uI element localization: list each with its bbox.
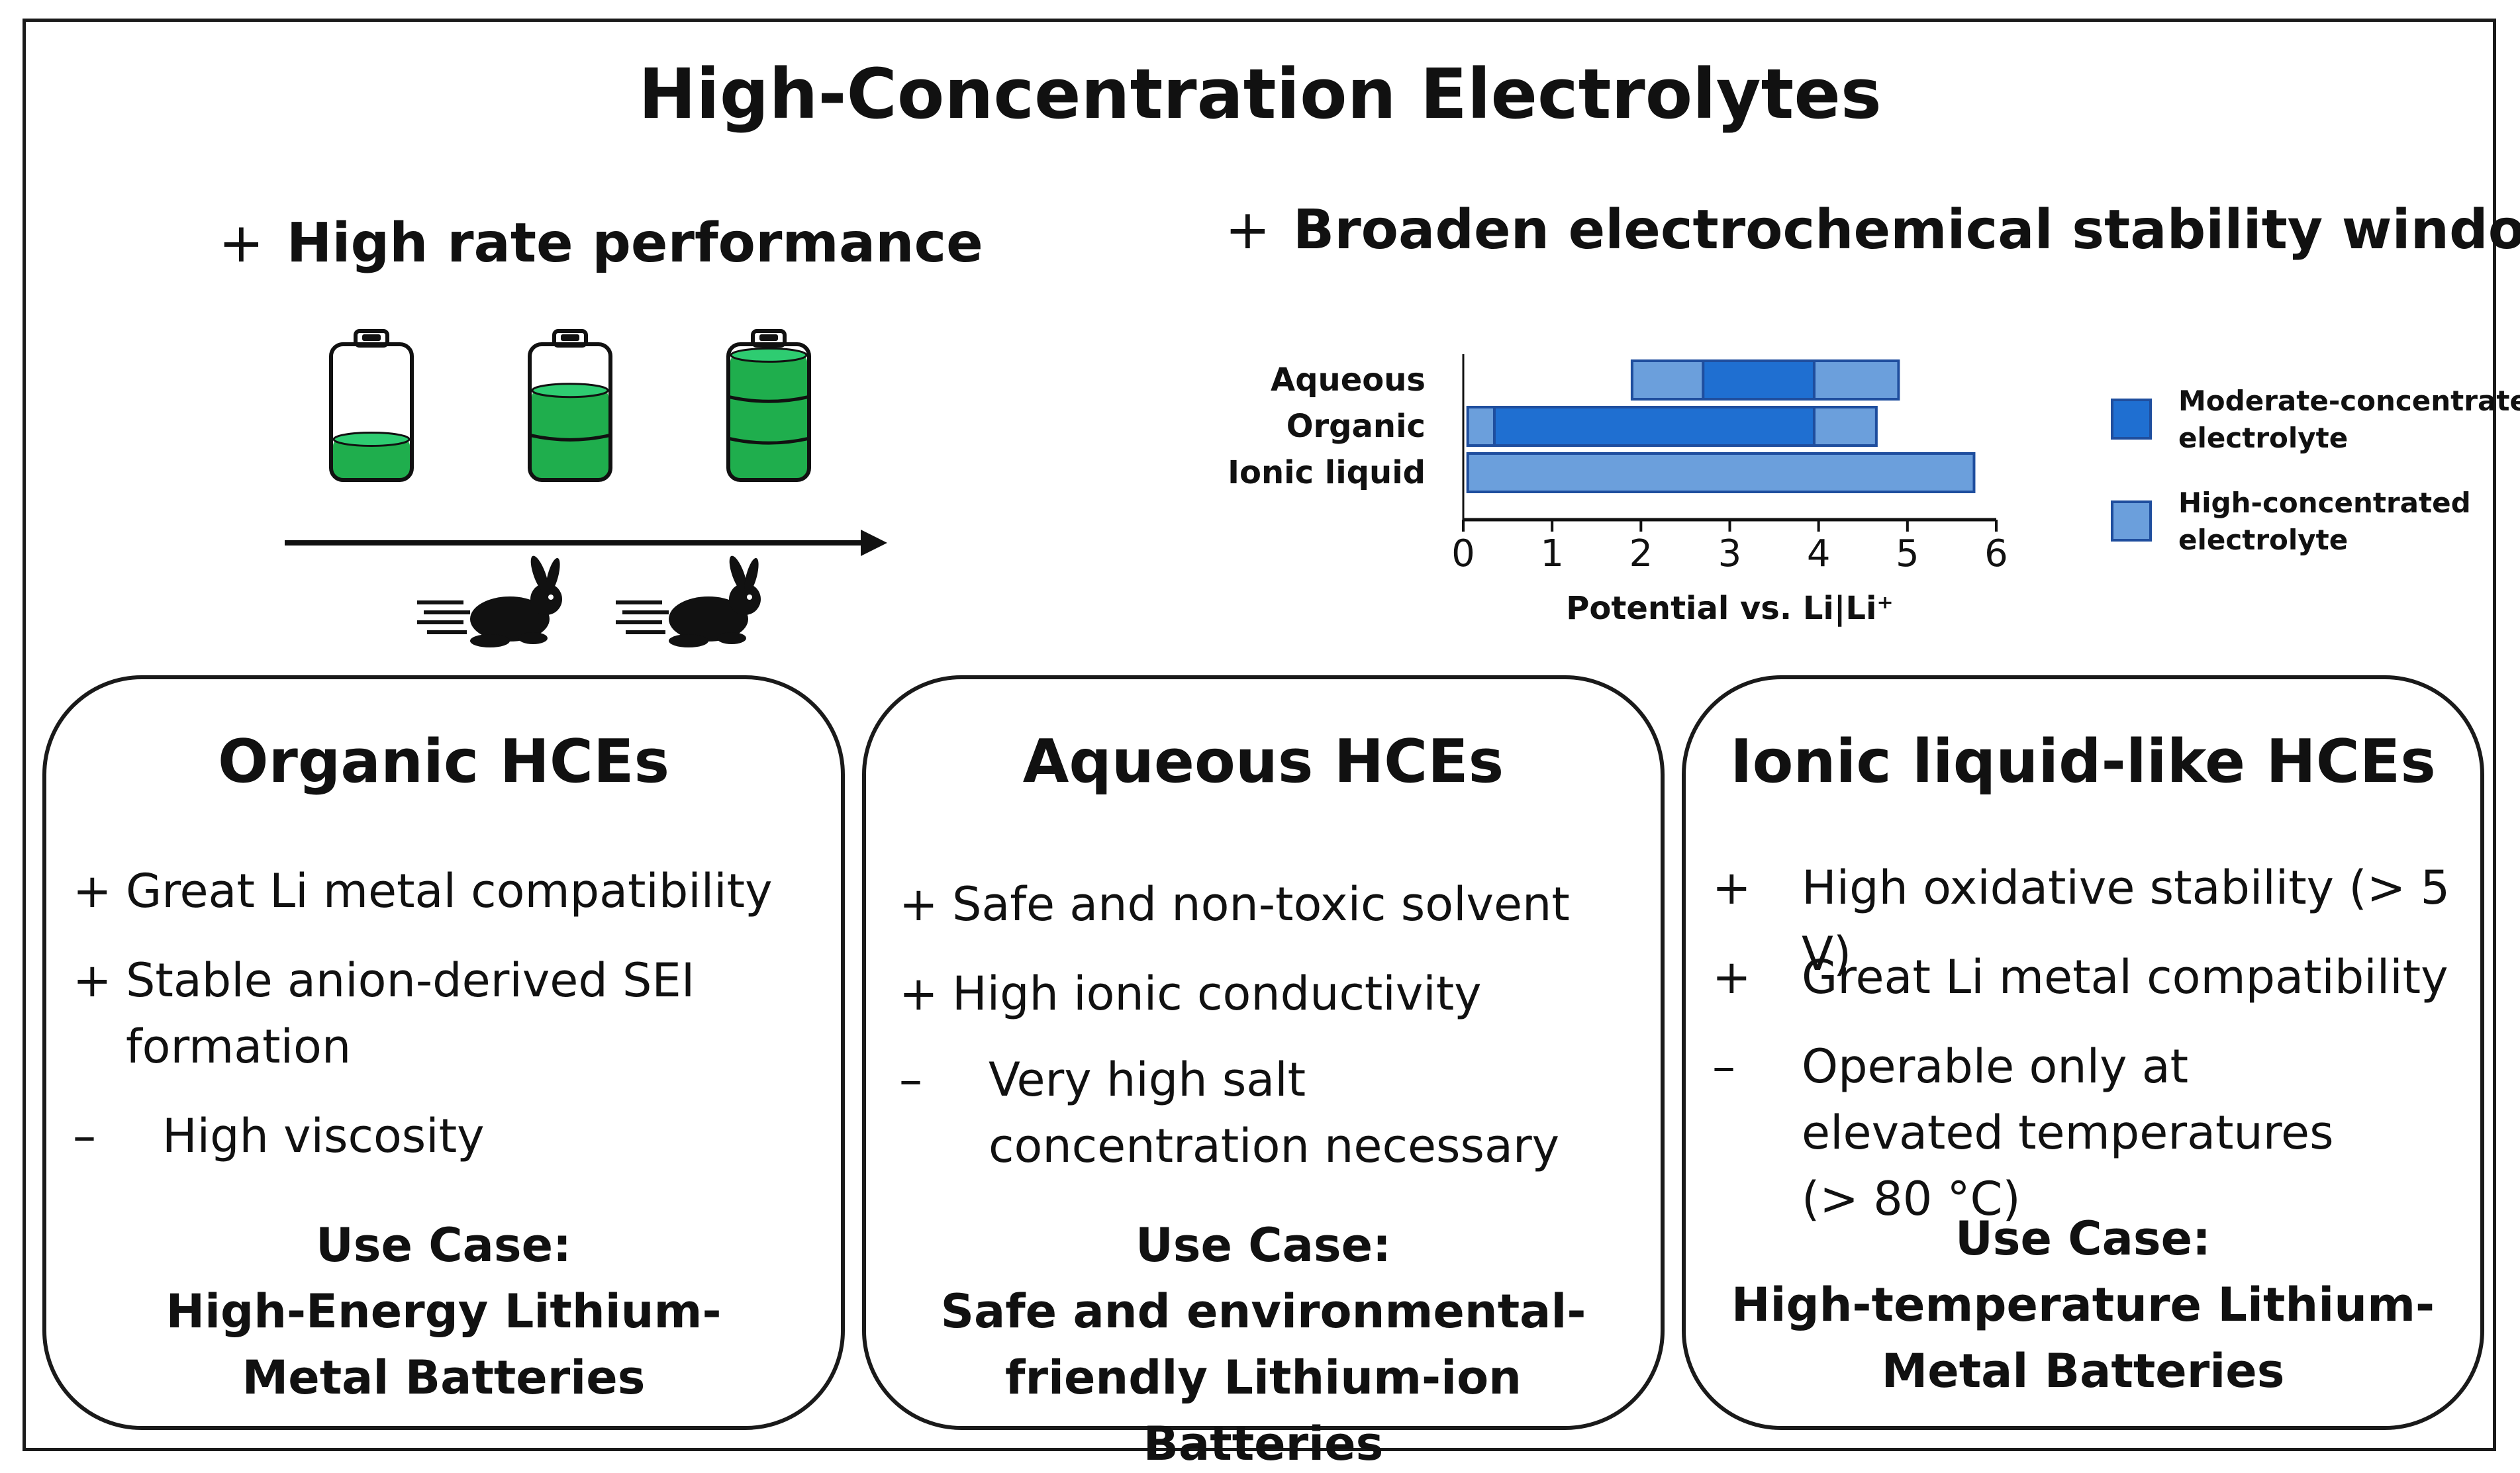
- stability-plus-mark: +: [1225, 199, 1271, 261]
- card-bullet: + Stable anion-derived SEI formation: [73, 947, 814, 1080]
- bar-high-concentrated: [1466, 452, 1976, 493]
- bullet-text: High ionic conductivity: [952, 967, 1482, 1021]
- x-tick-label: 6: [1984, 532, 2008, 575]
- x-tick-label: 5: [1896, 532, 1919, 575]
- use-case-label: Use Case:: [315, 1218, 572, 1272]
- use-case-label: Use Case:: [1955, 1212, 2211, 1266]
- bullet-text: High oxidative stability (> 5 V): [1802, 861, 2450, 981]
- battery-cap-inner: [362, 334, 381, 341]
- rate-heading: + High rate performance: [218, 212, 983, 275]
- battery-body: [528, 342, 612, 482]
- card-bullet: + Great Li metal compatibility: [1712, 944, 2474, 1010]
- card-aqueous-hces: Aqueous HCEs + Safe and non-toxic solven…: [862, 675, 1665, 1471]
- bullet-text: Stable anion-derived SEI formation: [126, 953, 695, 1074]
- legend-swatch-high: [2111, 500, 2152, 542]
- battery-segment-line: [728, 395, 810, 403]
- battery-icon: [528, 329, 612, 482]
- minus-mark: –: [899, 1053, 922, 1107]
- category-label: Organic: [1286, 408, 1426, 445]
- card-bullet: – Very high salt concentration necessary: [899, 1047, 1634, 1179]
- bullet-text: Safe and non-toxic solvent: [952, 877, 1570, 931]
- plus-mark: +: [1712, 950, 1751, 1004]
- card-title: Ionic liquid-like HCEs: [1730, 727, 2436, 796]
- card-organic-hces: Organic HCEs + Great Li metal compatibil…: [42, 675, 845, 1430]
- use-case-text: High-Energy Lithium-Metal Batteries: [166, 1284, 722, 1405]
- use-case-text: High-temperature Lithium-Metal Batteries: [1731, 1278, 2435, 1398]
- card-bullet: + High oxidative stability (> 5 V): [1712, 855, 2474, 987]
- plus-mark: +: [899, 967, 938, 1021]
- card-bullet: – Operable only at elevated temperatures…: [1712, 1033, 2474, 1232]
- battery-illustration: [285, 329, 887, 647]
- rabbit-icon: [417, 555, 562, 647]
- rate-heading-text: High rate performance: [286, 212, 983, 275]
- battery-icon: [726, 329, 811, 482]
- category-label: Aqueous: [1271, 361, 1426, 399]
- battery-fill-surface: [730, 347, 808, 363]
- card-bullet: – High viscosity: [73, 1103, 814, 1169]
- plus-mark: +: [1712, 861, 1751, 915]
- x-tick-label: 2: [1629, 532, 1653, 575]
- card-title: Organic HCEs: [217, 727, 670, 796]
- x-tick-label: 1: [1540, 532, 1564, 575]
- bullet-text: Operable only at elevated temperatures (…: [1802, 1039, 2334, 1226]
- x-axis-label: Potential vs. Li|Li⁺: [1566, 590, 1894, 627]
- x-tick-label: 4: [1807, 532, 1831, 575]
- figure-frame: [23, 19, 2496, 1451]
- minus-mark: –: [73, 1109, 96, 1163]
- card-title: Aqueous HCEs: [1022, 727, 1504, 796]
- battery-body: [726, 342, 811, 482]
- use-case-label: Use Case:: [1135, 1218, 1392, 1272]
- plus-mark: +: [899, 877, 938, 931]
- card-bullet: + Safe and non-toxic solvent: [899, 871, 1634, 937]
- bar-moderate-concentrated: [1702, 359, 1816, 401]
- battery-segment-line: [529, 433, 611, 442]
- legend-label-moderate: Moderate-concentrated electrolyte: [2178, 385, 2520, 454]
- battery-fill-surface: [332, 432, 411, 447]
- battery-cap-inner: [561, 334, 579, 341]
- battery-segment-line: [728, 436, 810, 445]
- main-title: High-Concentration Electrolytes: [638, 54, 1882, 134]
- battery-body: [329, 342, 414, 482]
- battery-fill: [532, 390, 608, 480]
- stability-heading: + Broaden electrochemical stability windo…: [1225, 199, 2520, 262]
- category-label: Ionic liquid: [1228, 454, 1426, 491]
- card-ionic-liquid-hces: Ionic liquid-like HCEs + High oxidative …: [1682, 675, 2484, 1430]
- plus-mark: +: [73, 953, 112, 1008]
- bullet-text: Great Li metal compatibility: [1802, 950, 2448, 1004]
- battery-fill: [730, 355, 807, 480]
- legend-label-high: High-concentrated electrolyte: [2178, 487, 2471, 556]
- rate-arrow-head: [861, 530, 887, 556]
- battery-cap-inner: [759, 334, 778, 341]
- battery-fill: [333, 439, 410, 480]
- bullet-text: Very high salt concentration necessary: [989, 1053, 1560, 1173]
- battery-icon: [329, 329, 414, 482]
- card-bullet: + Great Li metal compatibility: [73, 858, 814, 924]
- bar-moderate-concentrated: [1492, 406, 1816, 447]
- x-tick-label: 3: [1718, 532, 1742, 575]
- rabbit-icon: [616, 555, 761, 647]
- legend-swatch-moderate: [2111, 399, 2152, 440]
- rate-plus-mark: +: [218, 212, 264, 275]
- use-case-text: Safe and environmental-friendly Lithium-…: [940, 1284, 1586, 1471]
- bullet-text: High viscosity: [162, 1109, 485, 1163]
- stability-heading-text: Broaden electrochemical stability window: [1292, 199, 2520, 261]
- x-tick-label: 0: [1451, 532, 1475, 575]
- card-bullet: + High ionic conductivity: [899, 961, 1634, 1027]
- minus-mark: –: [1712, 1039, 1735, 1094]
- plus-mark: +: [73, 864, 112, 918]
- battery-fill-surface: [531, 383, 609, 399]
- bullet-text: Great Li metal compatibility: [126, 864, 773, 918]
